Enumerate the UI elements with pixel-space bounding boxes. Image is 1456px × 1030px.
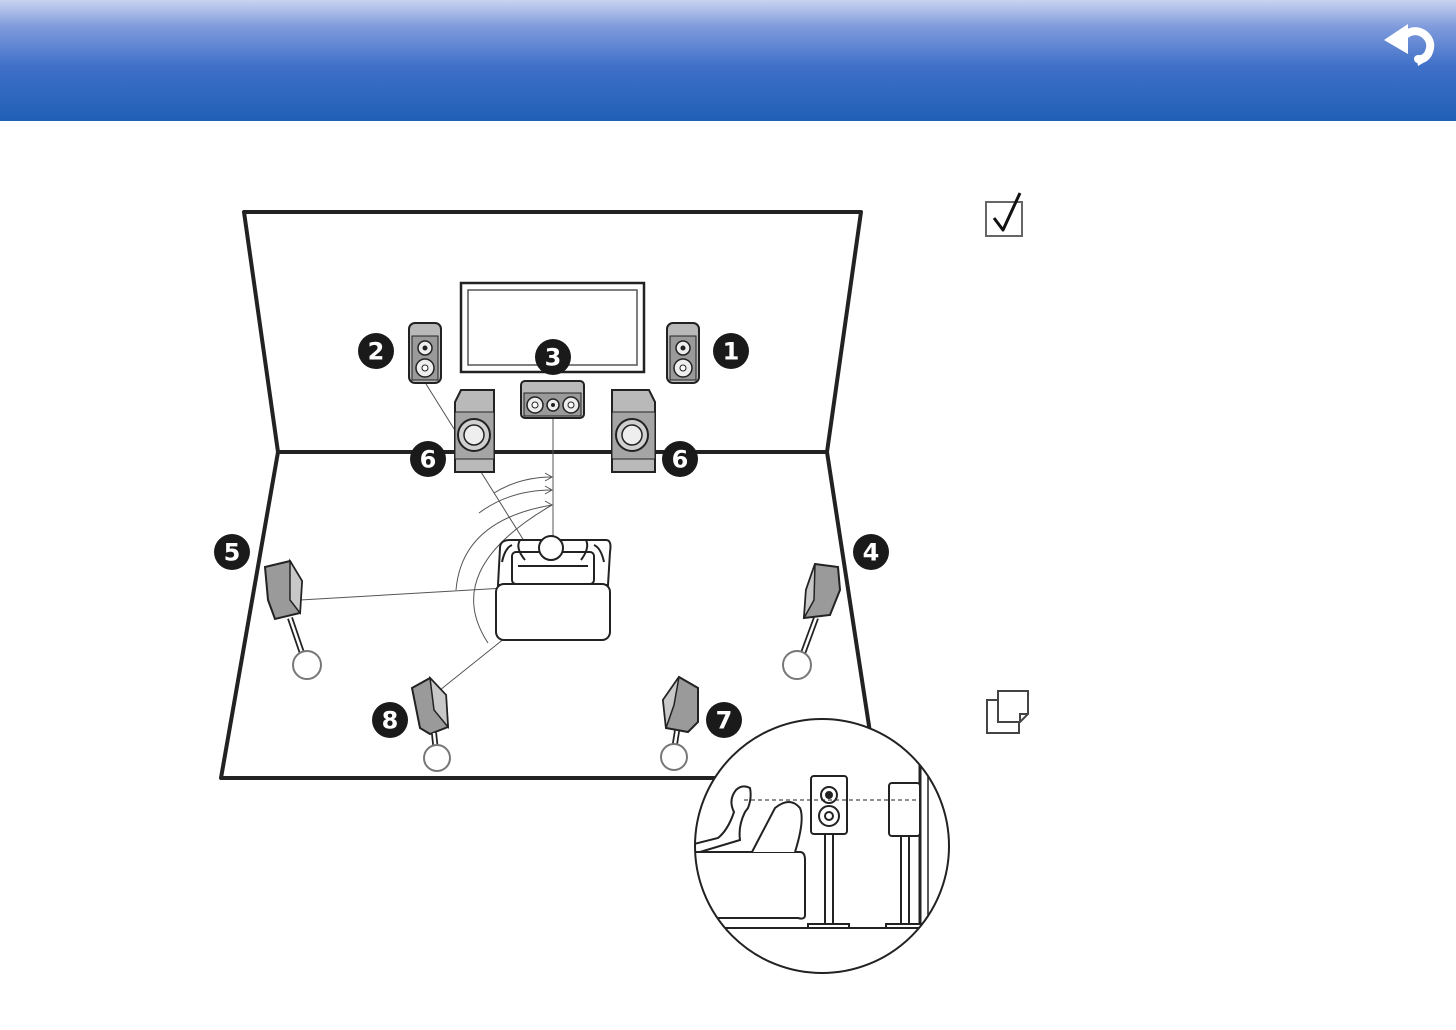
speaker-marker-5: 5: [214, 534, 250, 570]
marker-number: 4: [863, 539, 880, 567]
speaker-marker-7: 7: [706, 702, 742, 738]
marker-number: 3: [545, 344, 562, 372]
speaker-marker-6: 6: [662, 441, 698, 477]
marker-number: 7: [716, 707, 733, 735]
surround-back-right-speaker: [661, 677, 698, 770]
subwoofer-right: [612, 390, 655, 472]
front-left-speaker: [409, 323, 441, 383]
surround-left-speaker: [265, 561, 321, 679]
surround-back-left-speaker: [412, 678, 450, 771]
speaker-marker-4: 4: [853, 534, 889, 570]
listening-sofa: [496, 536, 611, 640]
speaker-marker-3: 3: [535, 339, 571, 375]
surround-right-speaker: [783, 564, 840, 679]
speaker-marker-1: 1: [713, 333, 749, 369]
marker-number: 1: [723, 338, 740, 366]
speaker-marker-6: 6: [410, 441, 446, 477]
checkbox-check-icon: [984, 190, 1028, 240]
marker-number: 2: [368, 338, 385, 366]
front-right-speaker: [667, 323, 699, 383]
ear-height-inset: [690, 719, 960, 973]
speaker-marker-8: 8: [372, 702, 408, 738]
subwoofer-left: [455, 390, 494, 472]
note-pages-icon: [984, 688, 1032, 738]
marker-number: 5: [224, 539, 241, 567]
marker-number: 6: [420, 446, 437, 474]
marker-number: 8: [382, 707, 399, 735]
center-speaker: [521, 381, 584, 418]
speaker-marker-2: 2: [358, 333, 394, 369]
marker-number: 6: [672, 446, 689, 474]
